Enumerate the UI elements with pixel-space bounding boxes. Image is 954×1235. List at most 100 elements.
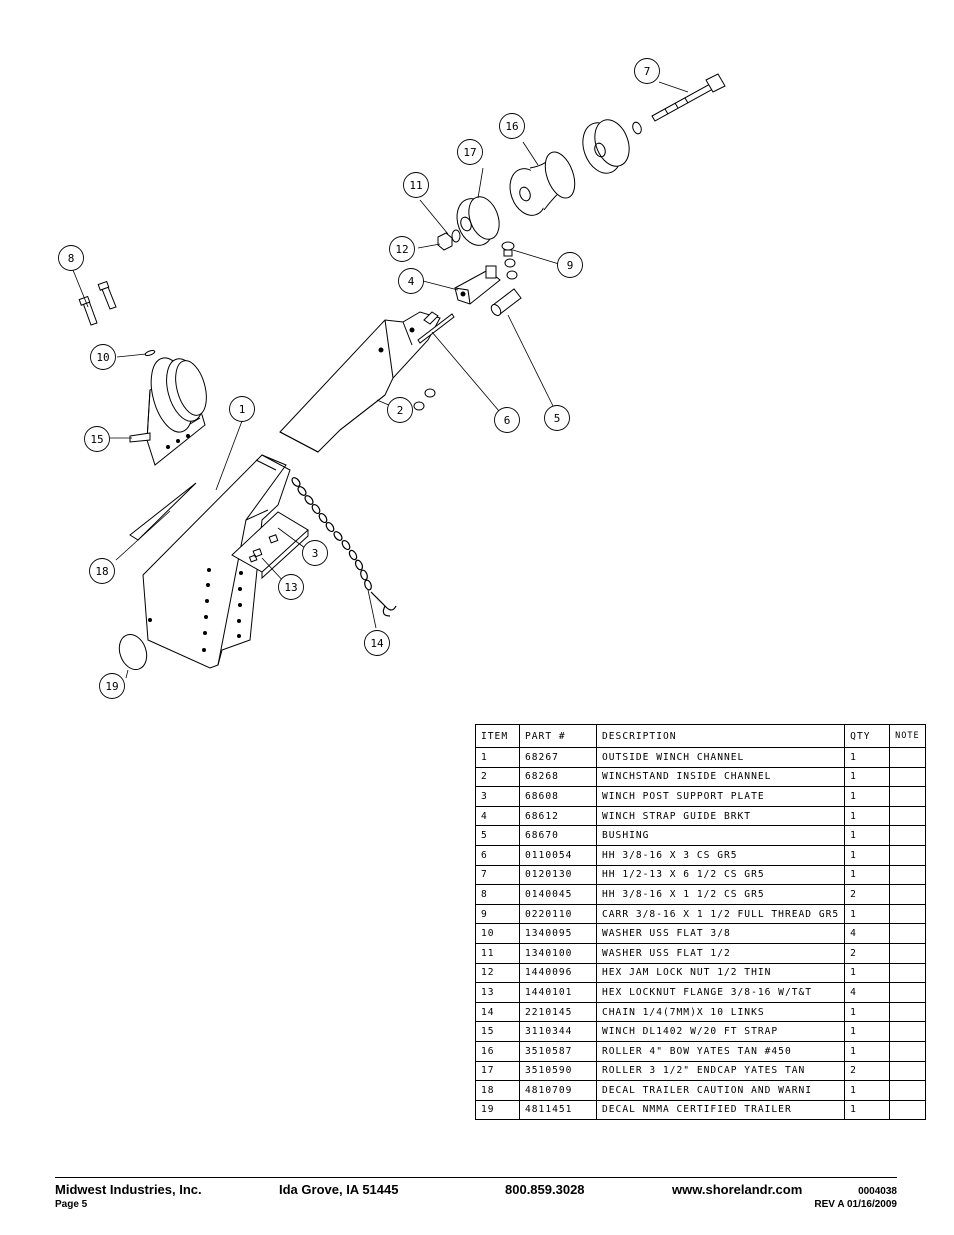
cell-description: HH 3/8-16 X 3 CS GR5 <box>595 844 846 866</box>
cell-part-number: 68267 <box>519 747 597 768</box>
cell-part-number: 68608 <box>519 786 597 807</box>
balloon-item-6: 6 <box>494 407 520 433</box>
cell-description: OUTSIDE WINCH CHANNEL <box>595 747 846 768</box>
cell-part-number: 2210145 <box>519 1001 597 1023</box>
cell-part-number: 3110344 <box>519 1021 597 1042</box>
cell-note <box>889 942 926 964</box>
balloon-label: 1 <box>239 403 246 416</box>
cell-note <box>889 1021 926 1042</box>
footer-doc-number: 0004038 <box>858 1186 897 1197</box>
header-qty: QTY <box>844 724 891 748</box>
balloon-label: 2 <box>397 404 404 417</box>
chain <box>291 477 397 617</box>
cell-qty: 1 <box>844 1040 891 1062</box>
balloon-item-3: 3 <box>302 540 328 566</box>
balloon-label: 4 <box>408 275 415 288</box>
cell-qty: 2 <box>844 942 891 964</box>
endcap-roller-b <box>582 119 630 174</box>
cell-note <box>889 864 926 886</box>
hh-bolts-3-8 <box>78 280 117 326</box>
balloon-item-18: 18 <box>89 558 115 584</box>
cell-item: 10 <box>475 923 520 944</box>
cell-qty: 1 <box>844 786 891 807</box>
cell-note <box>889 786 926 807</box>
cell-part-number: 68268 <box>519 766 597 788</box>
balloon-item-9: 9 <box>557 252 583 278</box>
cell-part-number: 4810709 <box>519 1080 597 1101</box>
header-note: NOTE <box>889 724 926 748</box>
balloon-label: 8 <box>68 252 75 265</box>
cell-qty: 1 <box>844 1021 891 1042</box>
cell-item: 9 <box>475 903 520 925</box>
balloon-label: 9 <box>567 259 574 272</box>
balloon-label: 15 <box>90 433 103 446</box>
footer-company: Midwest Industries, Inc. <box>55 1182 202 1197</box>
cell-description: HEX JAM LOCK NUT 1/2 THIN <box>595 962 846 984</box>
cell-note <box>889 844 926 866</box>
cell-note <box>889 982 926 1003</box>
cell-item: 17 <box>475 1060 520 1082</box>
balloon-item-4: 4 <box>398 268 424 294</box>
balloon-label: 18 <box>95 565 108 578</box>
flange-locknuts <box>248 534 279 563</box>
cell-item: 16 <box>475 1040 520 1062</box>
cell-part-number: 0110054 <box>519 844 597 866</box>
nmma-decal <box>118 634 148 670</box>
cell-item: 12 <box>475 962 520 984</box>
cell-description: WINCHSTAND INSIDE CHANNEL <box>595 766 846 788</box>
balloon-label: 17 <box>463 146 476 159</box>
cell-description: BUSHING <box>595 825 846 846</box>
balloon-item-5: 5 <box>544 405 570 431</box>
cell-description: WINCH STRAP GUIDE BRKT <box>595 805 846 827</box>
outside-winch-channel <box>142 454 291 669</box>
balloon-label: 11 <box>409 179 422 192</box>
cell-qty: 4 <box>844 923 891 944</box>
winch <box>129 357 207 466</box>
header-item: ITEM <box>475 724 520 748</box>
cell-part-number: 0220110 <box>519 903 597 925</box>
cell-qty: 2 <box>844 884 891 905</box>
bow-roller <box>509 151 576 216</box>
balloon-item-10: 10 <box>90 344 116 370</box>
washer-3-8-b <box>424 388 436 398</box>
cell-note <box>889 923 926 944</box>
cell-description: WASHER USS FLAT 1/2 <box>595 942 846 964</box>
cell-description: ROLLER 3 1/2" ENDCAP YATES TAN <box>595 1060 846 1082</box>
balloon-item-8: 8 <box>58 245 84 271</box>
balloon-label: 7 <box>644 65 651 78</box>
hh-bolt-1-2 <box>651 73 726 122</box>
cell-part-number: 1340095 <box>519 923 597 944</box>
balloon-item-1: 1 <box>229 396 255 422</box>
cell-item: 1 <box>475 747 520 768</box>
cell-part-number: 68670 <box>519 825 597 846</box>
balloon-label: 19 <box>105 680 118 693</box>
cell-note <box>889 1099 926 1121</box>
cell-description: WASHER USS FLAT 3/8 <box>595 923 846 944</box>
cell-description: WINCH POST SUPPORT PLATE <box>595 786 846 807</box>
balloon-item-17: 17 <box>457 139 483 165</box>
cell-note <box>889 884 926 905</box>
cell-item: 4 <box>475 805 520 827</box>
cell-note <box>889 962 926 984</box>
cell-note <box>889 1040 926 1062</box>
balloon-label: 16 <box>505 120 518 133</box>
header-part-number: PART # <box>519 724 597 748</box>
balloon-item-13: 13 <box>278 574 304 600</box>
footer-website: www.shorelandr.com <box>672 1182 803 1197</box>
footer-page: Page 5 <box>55 1199 88 1210</box>
balloon-label: 12 <box>395 243 408 256</box>
washer-3-8 <box>144 349 156 357</box>
washer-3-8-c <box>413 401 425 411</box>
hex-jam-lock-nut <box>437 232 453 251</box>
